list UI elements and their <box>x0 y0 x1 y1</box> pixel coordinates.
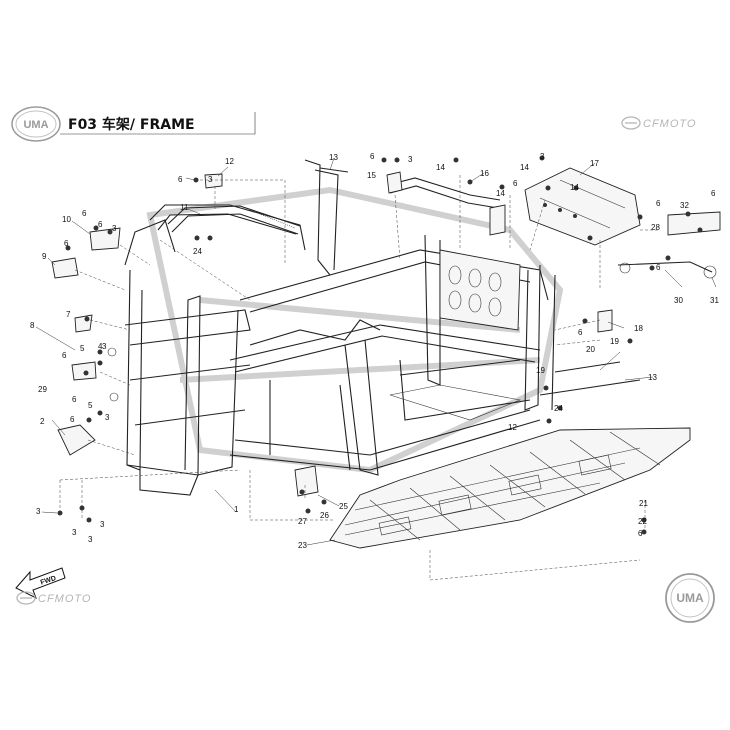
callout-label: 4 <box>98 342 103 351</box>
callout-label: 24 <box>554 404 563 413</box>
callout-label: 15 <box>367 171 376 180</box>
callout-label: 9 <box>42 252 47 261</box>
callout-label: 3 <box>540 152 545 161</box>
callout-label: 28 <box>651 223 660 232</box>
callout-label: 14 <box>496 189 505 198</box>
rear-rack <box>524 167 721 279</box>
callout-label: 6 <box>72 395 77 404</box>
header: UMA F03 车架/ FRAME CFMOTO <box>11 106 696 142</box>
callout-label: 12 <box>225 157 234 166</box>
callout-label: 6 <box>370 152 375 161</box>
fwd-arrow-icon: FWD <box>15 567 66 600</box>
callout-labels: 1 2 3 3 3 3 3 3 3 3 3 3 4 5 5 6 6 6 6 6 … <box>30 152 719 550</box>
callout-label: 6 <box>64 239 69 248</box>
callout-label: 2 <box>40 417 45 426</box>
callout-label: 14 <box>436 163 445 172</box>
page-title: F03 车架/ FRAME <box>68 116 195 133</box>
uma-logo-header: UMA <box>11 106 61 142</box>
callout-label: 25 <box>339 502 348 511</box>
callout-label: 14 <box>520 163 529 172</box>
svg-text:CFMOTO: CFMOTO <box>38 593 91 605</box>
callout-label: 6 <box>638 529 643 538</box>
callout-label: 1 <box>234 505 239 514</box>
svg-text:CFMOTO: CFMOTO <box>643 118 696 130</box>
callout-label: 13 <box>648 373 657 382</box>
callout-label: 26 <box>320 511 329 520</box>
main-frame <box>124 159 556 496</box>
callout-label: 31 <box>710 296 719 305</box>
callout-label: 10 <box>62 215 71 224</box>
svg-text:FWD: FWD <box>40 575 57 587</box>
callout-label: 18 <box>634 324 643 333</box>
callout-label: 3 <box>100 520 105 529</box>
callout-label: 3 <box>112 224 117 233</box>
callout-label: 6 <box>578 328 583 337</box>
fasteners <box>57 155 703 535</box>
callout-label: 6 <box>513 179 518 188</box>
callout-label: 23 <box>298 541 307 550</box>
callout-label: 5 <box>80 344 85 353</box>
callout-label: 19 <box>610 337 619 346</box>
callout-label: 5 <box>88 401 93 410</box>
leader-lines <box>35 157 717 546</box>
callout-label: 6 <box>656 199 661 208</box>
floor-skid-plate <box>329 427 691 549</box>
callout-label: 3 <box>208 175 213 184</box>
callout-label: 13 <box>329 153 338 162</box>
callout-label: 8 <box>30 321 35 330</box>
callout-label: 3 <box>72 528 77 537</box>
callout-label: 6 <box>82 209 87 218</box>
callout-label: 19 <box>536 366 545 375</box>
uma-logo-footer: UMA <box>665 573 715 623</box>
cfmoto-logo-header: CFMOTO <box>621 116 696 130</box>
ghost-frame-outline <box>146 186 564 474</box>
callout-label: 6 <box>711 189 716 198</box>
callout-label: 30 <box>674 296 683 305</box>
side-bars <box>319 167 641 396</box>
callout-label: 6 <box>98 220 103 229</box>
callout-label: 3 <box>102 342 107 351</box>
callout-label: 11 <box>180 203 189 212</box>
footer: FWD CFMOTO UMA <box>15 567 715 623</box>
callout-label: 14 <box>570 183 579 192</box>
callout-label: 16 <box>480 169 489 178</box>
assembly-lines <box>59 175 660 581</box>
roof-tube <box>167 205 301 235</box>
callout-label: 3 <box>105 413 110 422</box>
svg-text:UMA: UMA <box>676 591 704 605</box>
callout-label: 20 <box>586 345 595 354</box>
cfmoto-logo-footer: CFMOTO <box>16 591 91 605</box>
callout-label: 3 <box>408 155 413 164</box>
top-crossbar <box>386 171 501 209</box>
callout-label: 3 <box>36 507 41 516</box>
callout-label: 17 <box>590 159 599 168</box>
callout-label: 6 <box>70 415 75 424</box>
callout-label: 6 <box>62 351 67 360</box>
callout-label: 6 <box>656 263 661 272</box>
callout-label: 12 <box>508 423 517 432</box>
callout-label: 22 <box>638 517 647 526</box>
svg-text:UMA: UMA <box>23 119 48 131</box>
callout-label: 6 <box>178 175 183 184</box>
callout-label: 3 <box>88 535 93 544</box>
callout-label: 32 <box>680 201 689 210</box>
callout-label: 29 <box>38 385 47 394</box>
callout-label: 7 <box>66 310 71 319</box>
callout-label: 24 <box>193 247 202 256</box>
callout-label: 27 <box>298 517 307 526</box>
callout-label: 21 <box>639 499 648 508</box>
